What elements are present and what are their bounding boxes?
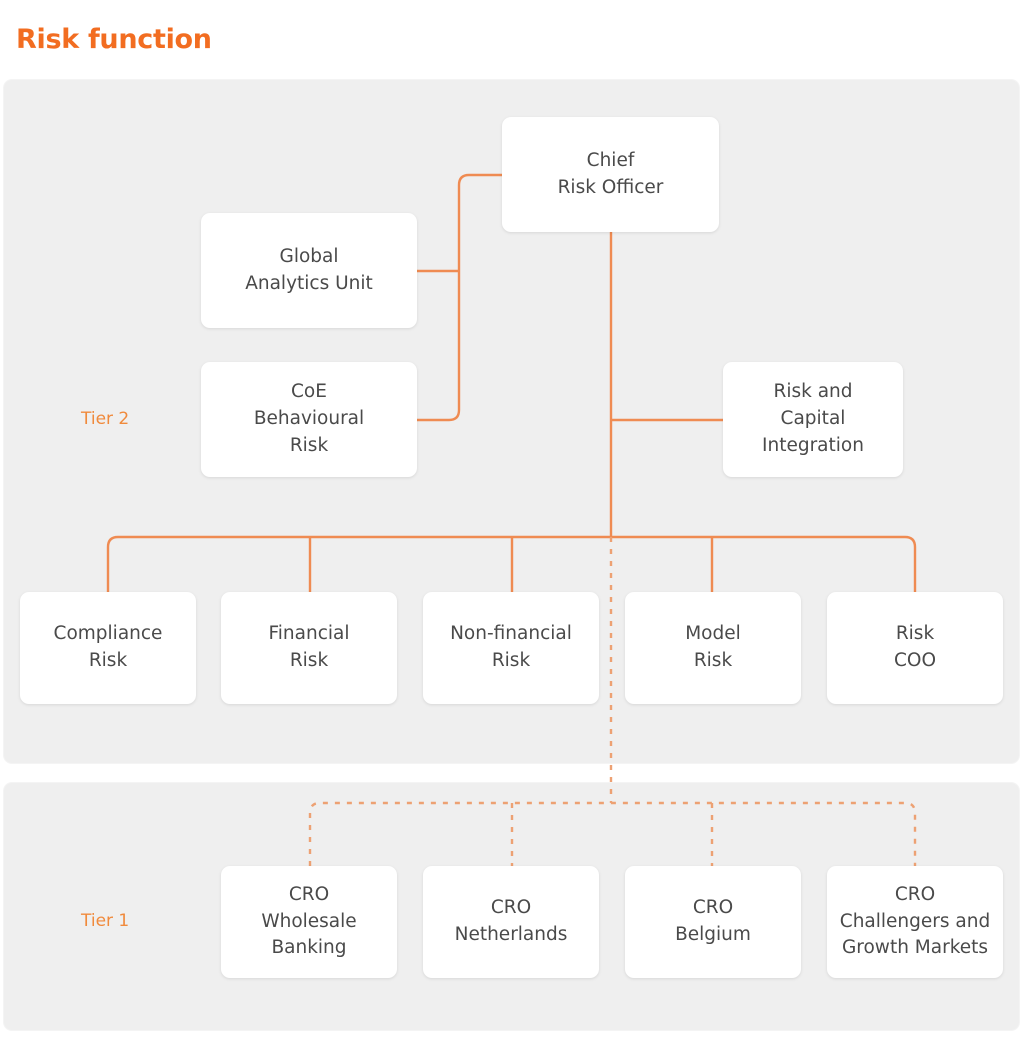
- node-label: CoE Behavioural Risk: [253, 381, 365, 456]
- node-financial-risk[interactable]: Financial Risk: [221, 592, 397, 704]
- page-title: Risk function: [16, 24, 212, 55]
- node-label: Financial Risk: [268, 623, 350, 671]
- node-chief-risk-officer[interactable]: Chief Risk Officer: [502, 117, 719, 232]
- node-cro-wholesale-banking[interactable]: CRO Wholesale Banking: [221, 866, 397, 978]
- node-label: Model Risk: [685, 623, 741, 671]
- node-risk-and-capital-integration[interactable]: Risk and Capital Integration: [723, 362, 903, 477]
- node-label: Non-financial Risk: [450, 623, 572, 671]
- node-label: Compliance Risk: [53, 623, 163, 671]
- node-label: Global Analytics Unit: [245, 245, 373, 294]
- node-coe-behavioural-risk[interactable]: CoE Behavioural Risk: [201, 362, 417, 477]
- node-label: CRO Belgium: [675, 897, 751, 945]
- node-risk-coo[interactable]: Risk COO: [827, 592, 1003, 704]
- node-non-financial-risk[interactable]: Non-financial Risk: [423, 592, 599, 704]
- node-label: Risk and Capital Integration: [762, 381, 864, 456]
- node-model-risk[interactable]: Model Risk: [625, 592, 801, 704]
- node-global-analytics-unit[interactable]: Global Analytics Unit: [201, 213, 417, 328]
- node-compliance-risk[interactable]: Compliance Risk: [20, 592, 196, 704]
- node-cro-netherlands[interactable]: CRO Netherlands: [423, 866, 599, 978]
- node-label: Risk COO: [893, 623, 937, 671]
- node-cro-challengers-growth-markets[interactable]: CRO Challengers and Growth Markets: [827, 866, 1003, 978]
- tier1-label: Tier 1: [81, 911, 130, 931]
- node-label: CRO Challengers and Growth Markets: [839, 883, 991, 959]
- node-label: CRO Netherlands: [454, 897, 568, 945]
- node-label: Chief Risk Officer: [557, 149, 664, 198]
- node-cro-belgium[interactable]: CRO Belgium: [625, 866, 801, 978]
- tier2-label: Tier 2: [81, 409, 130, 429]
- node-label: CRO Wholesale Banking: [261, 883, 357, 959]
